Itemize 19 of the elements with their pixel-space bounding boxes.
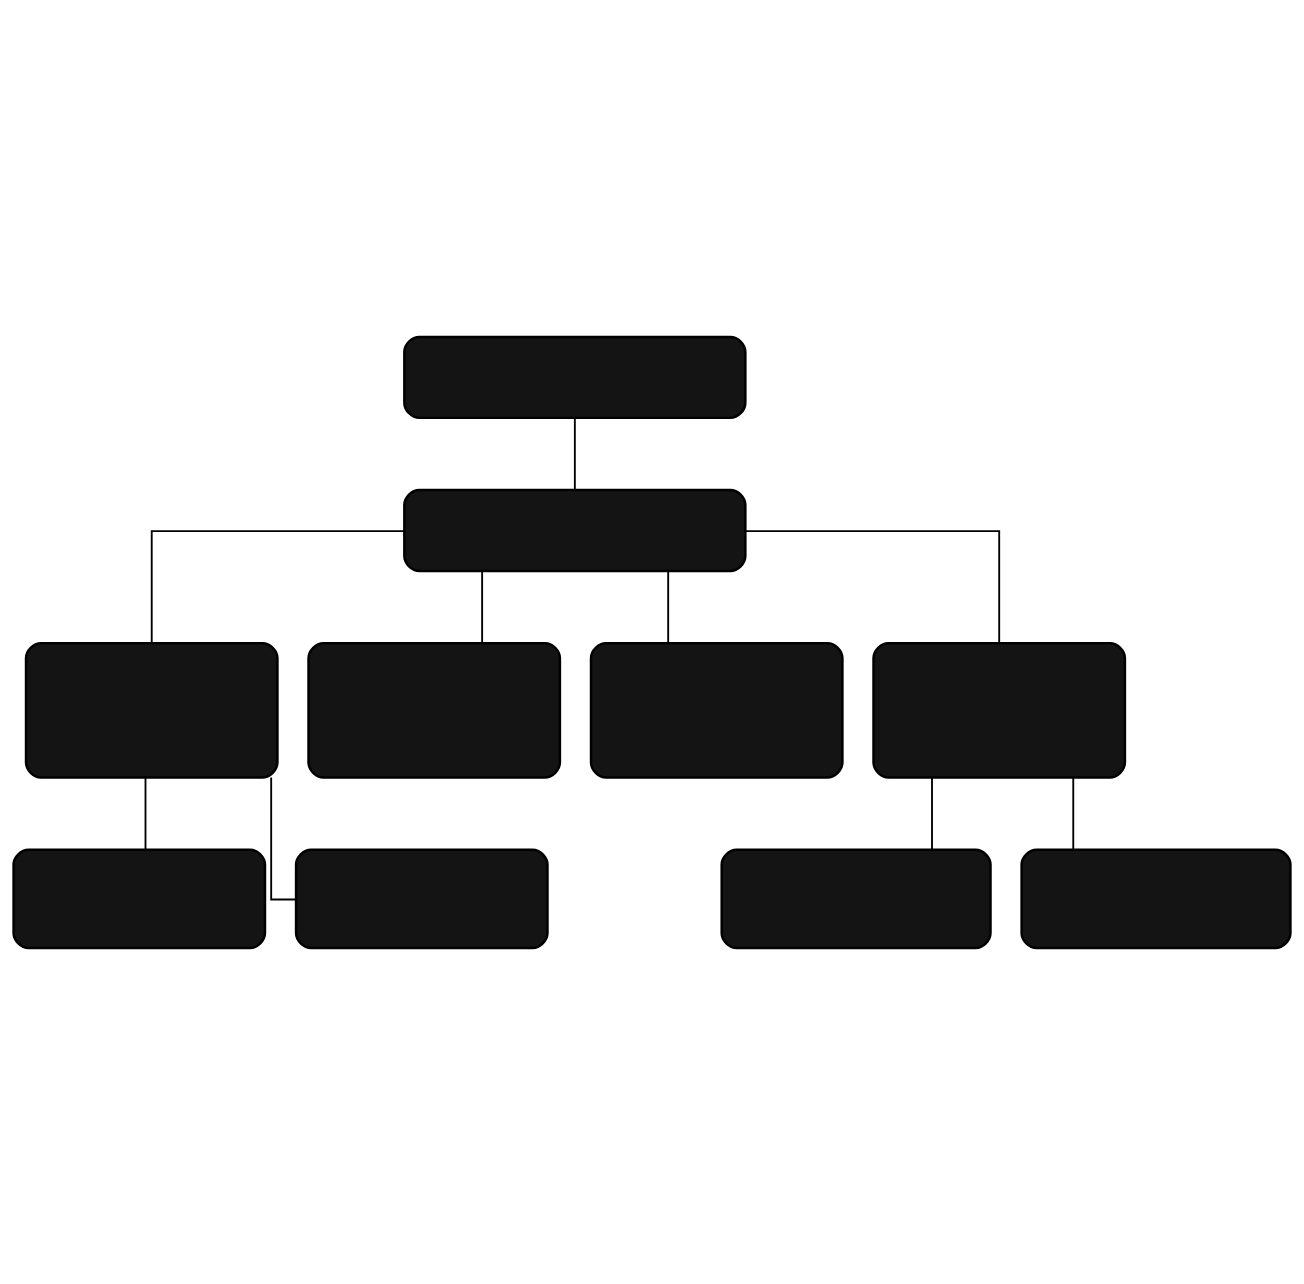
connector	[931, 776, 933, 850]
connector	[573, 416, 576, 491]
node-box	[294, 847, 549, 949]
node-box	[12, 847, 267, 949]
node-box	[1020, 847, 1292, 949]
connector	[270, 776, 297, 900]
node-box	[872, 641, 1127, 779]
connector	[744, 529, 1001, 644]
node-box	[24, 641, 279, 779]
node-box	[403, 488, 747, 572]
node-box	[589, 641, 844, 779]
connector	[144, 776, 147, 850]
node-box	[403, 335, 747, 419]
connector	[150, 529, 405, 644]
connector	[667, 569, 670, 644]
node-box	[307, 641, 562, 779]
connector	[1072, 776, 1075, 850]
node-box	[720, 847, 992, 949]
connector	[481, 569, 484, 644]
